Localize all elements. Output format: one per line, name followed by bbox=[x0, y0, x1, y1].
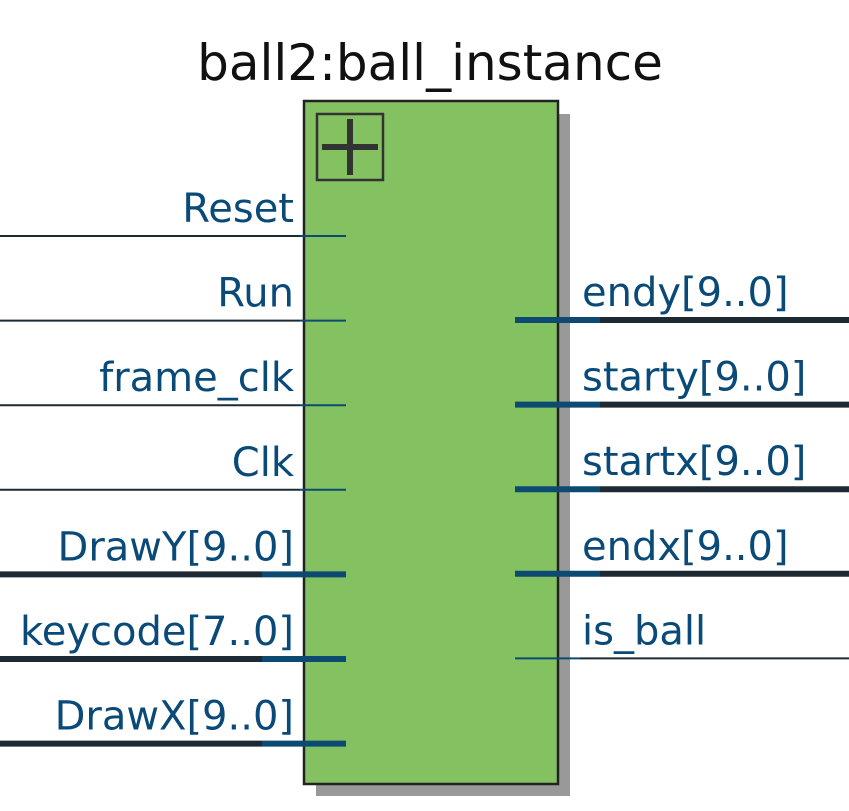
output-port-starty: starty[9..0] bbox=[515, 355, 849, 408]
input-port-keycode: keycode[7..0] bbox=[0, 609, 346, 662]
output-label: startx[9..0] bbox=[582, 439, 806, 485]
plus-square-icon[interactable] bbox=[315, 112, 385, 182]
output-label: is_ball bbox=[582, 608, 706, 654]
input-label: DrawX[9..0] bbox=[55, 694, 294, 740]
module-block[interactable] bbox=[302, 99, 560, 786]
input-label: Run bbox=[217, 271, 294, 317]
input-port-drawx: DrawX[9..0] bbox=[0, 694, 346, 747]
input-label: frame_clk bbox=[99, 355, 295, 401]
output-label: starty[9..0] bbox=[582, 355, 806, 401]
input-label: Reset bbox=[182, 186, 294, 232]
input-label: DrawY[9..0] bbox=[58, 524, 294, 570]
input-label: keycode[7..0] bbox=[20, 609, 294, 655]
input-port-drawy: DrawY[9..0] bbox=[0, 524, 346, 578]
input-label: Clk bbox=[232, 440, 295, 486]
input-port-frame-clk: frame_clk bbox=[0, 355, 346, 407]
output-port-endy: endy[9..0] bbox=[515, 270, 849, 323]
output-label: endy[9..0] bbox=[582, 270, 789, 316]
input-port-run: Run bbox=[0, 271, 346, 322]
output-port-is-ball: is_ball bbox=[515, 608, 849, 660]
input-port-clk: Clk bbox=[0, 440, 346, 491]
input-port-reset: Reset bbox=[0, 186, 346, 237]
output-port-endx: endx[9..0] bbox=[515, 524, 849, 577]
output-port-startx: startx[9..0] bbox=[515, 439, 849, 493]
output-ports: endy[9..0] starty[9..0] startx[9..0] endx[9… bbox=[515, 270, 849, 660]
output-label: endx[9..0] bbox=[582, 524, 789, 570]
instance-title: ball2:ball_instance bbox=[197, 34, 663, 92]
